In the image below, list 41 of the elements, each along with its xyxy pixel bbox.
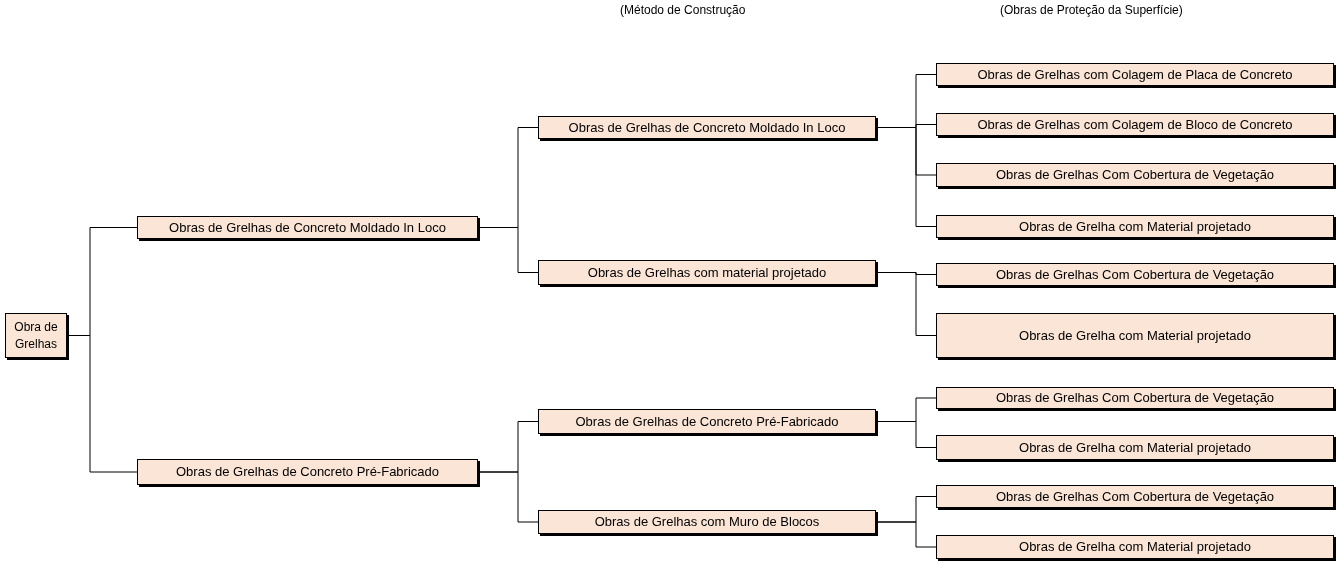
tree-box (936, 163, 1334, 187)
tree-box (538, 116, 876, 139)
box-text: Obra de Grelhas (13, 319, 59, 352)
tree-box (5, 313, 67, 358)
box-text: Obras de Grelhas de Concreto Moldado In Loco (169, 218, 446, 237)
column-heading: (Obras de Proteção da Superfície) (1000, 3, 1183, 17)
tree-box (538, 409, 876, 434)
box-text: Obras de Grelhas de Concreto Moldado In Loco (568, 118, 846, 137)
box-text: Obras de Grelhas com Colagem de Bloco de Concreto (977, 115, 1293, 134)
box-text: Obras de Grelhas de Concreto Pré-Fabricado (176, 463, 439, 481)
box-text: Obras de Grelhas com Colagem de Placa de Concreto (977, 65, 1293, 84)
tree-box (936, 387, 1334, 409)
connector-line (477, 471, 539, 523)
connector-line (477, 227, 539, 273)
tree-box (936, 113, 1334, 136)
tree-box (936, 63, 1334, 86)
tree-box (538, 510, 876, 534)
box-text: Obras de Grelhas Com Cobertura de Vegetação (995, 265, 1275, 284)
tree-box (936, 485, 1334, 508)
tree-box (936, 535, 1334, 559)
tree-box (936, 263, 1334, 286)
box-text: Obras de Grelha com Material projetado (1019, 438, 1251, 457)
tree-box (936, 215, 1334, 238)
box-text: Obras de Grelha com Material projetado (1019, 538, 1251, 556)
tree-box (538, 260, 876, 285)
box-text: Obras de Grelhas com Muro de Blocos (594, 513, 820, 531)
box-text: Obras de Grelhas Com Cobertura de Vegetação (995, 389, 1275, 407)
connector-line (875, 521, 937, 548)
box-text: Obras de Grelha com Material projetado (1019, 326, 1251, 345)
connector-line (875, 421, 937, 448)
tree-box (137, 459, 478, 485)
connector-line (875, 127, 937, 227)
tree-box (936, 313, 1334, 358)
box-text: Obras de Grelhas Com Cobertura de Vegetação (995, 166, 1275, 184)
box-text: Obras de Grelhas Com Cobertura de Vegetação (995, 487, 1275, 506)
box-text: Obras de Grelha com Material projetado (1019, 217, 1251, 236)
box-text: Obras de Grelhas de Concreto Pré-Fabricado (575, 412, 839, 431)
column-heading: (Método de Construção (620, 3, 746, 17)
box-text: Obras de Grelhas com material projetado (587, 263, 827, 282)
tree-box (137, 216, 478, 239)
tree-box (936, 435, 1334, 460)
